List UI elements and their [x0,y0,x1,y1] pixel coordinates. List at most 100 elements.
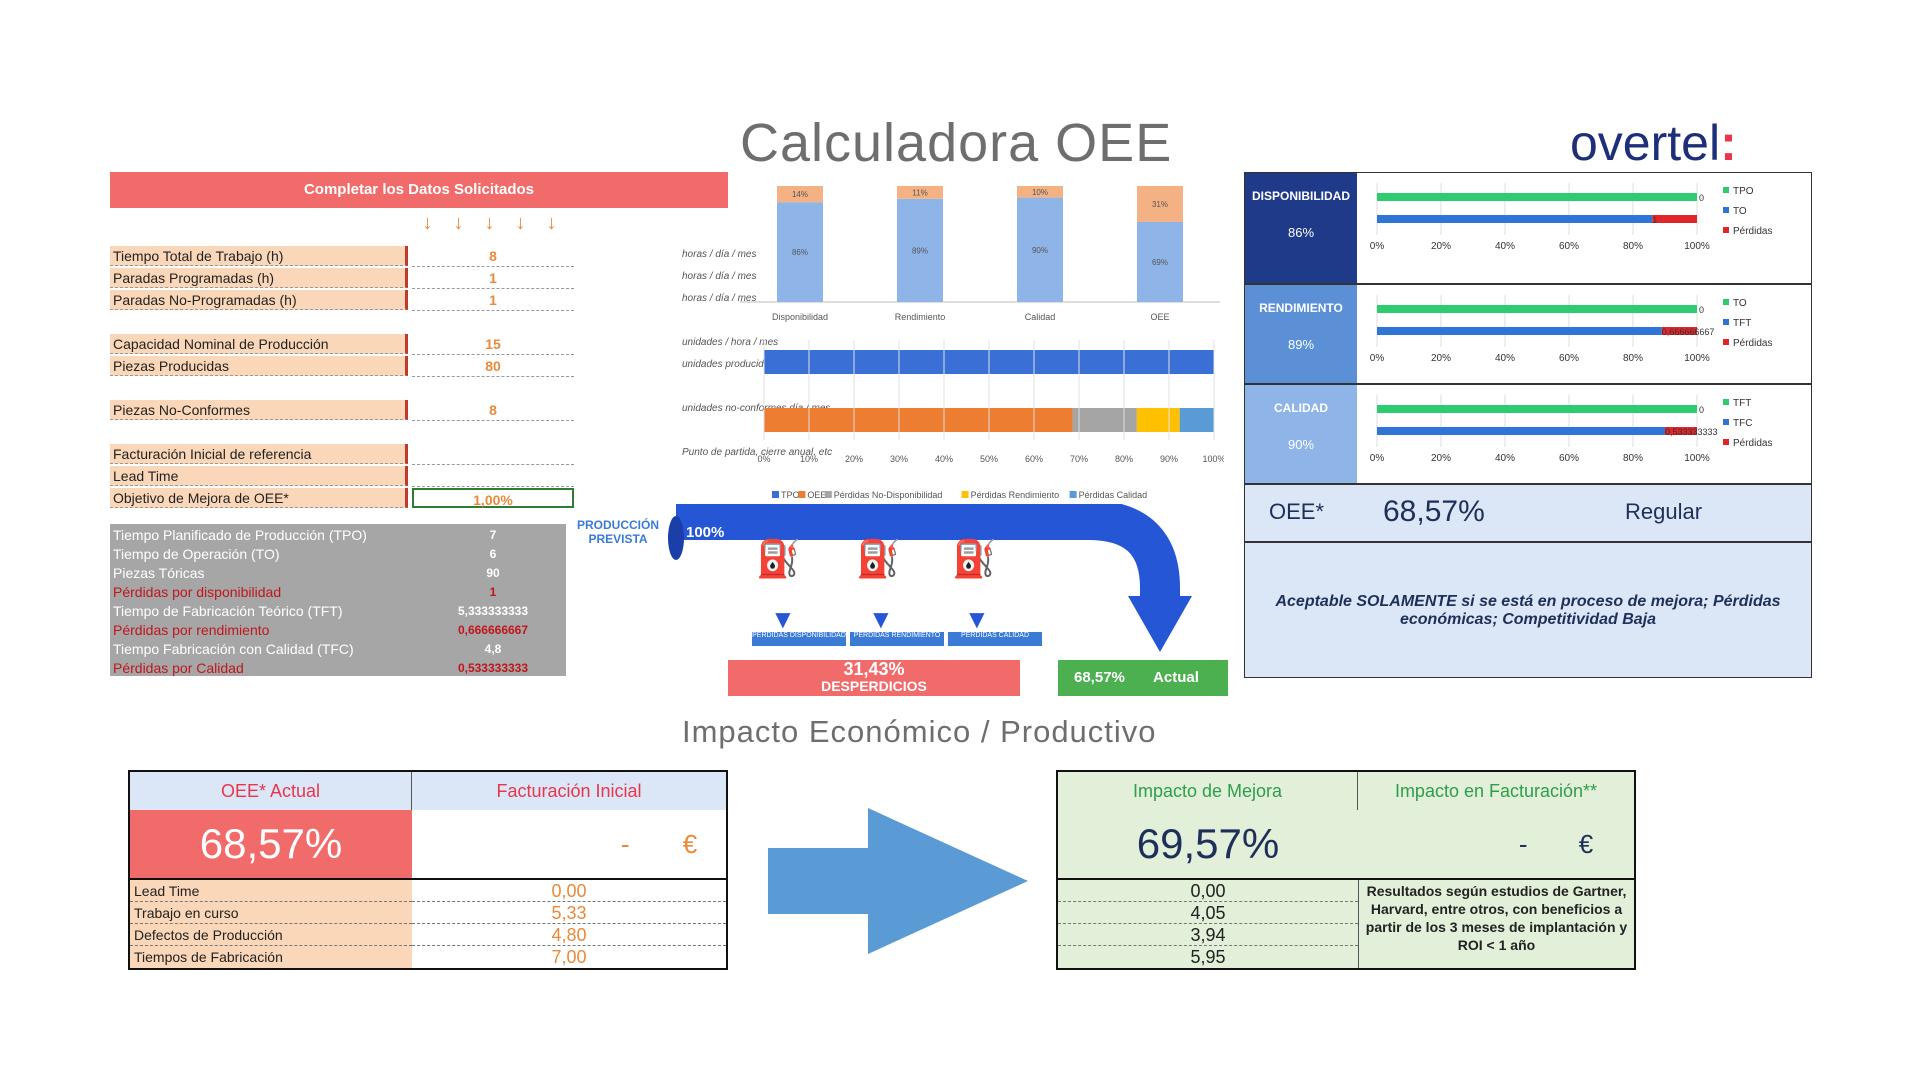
fact-dash: - [1518,829,1528,859]
input-arrows: ↓↓↓↓↓ [412,212,572,240]
lead-time-input[interactable] [412,466,574,487]
panel-side: RENDIMIENTO 89% [1245,285,1357,383]
column-segment-loss [1017,186,1063,198]
legend-swatch [1723,419,1729,425]
piezas-producidas-input[interactable]: 80 [412,356,574,377]
bar-loss [1661,327,1697,335]
legend-label: TFT [1733,398,1751,409]
arrow-down-icon: ▼ [868,604,894,634]
fact-dash: - [620,829,630,859]
calc-value: 90 [486,566,500,580]
legend-swatch [1723,299,1729,305]
tick-label: 100% [1684,241,1710,252]
table-row-label: Tiempos de Fabricación [130,946,412,968]
calc-value: 4,8 [484,642,502,656]
legend-label: TPO [781,490,800,500]
form-row-piezas-producidas: Piezas Producidas 80 unidades producidas… [110,356,818,377]
field-label: Capacidad Nominal de Producción [110,334,408,354]
paradas-no-programadas-input[interactable]: 1 [412,290,574,311]
tick-label: 60% [1025,454,1043,464]
oee-rating: Regular [1625,499,1703,524]
bar-loss [1652,215,1697,223]
capacidad-input[interactable]: 15 [412,334,574,355]
legend-swatch [798,491,806,498]
bar-secondary [1377,427,1665,435]
legend-label: TPO [1733,186,1754,197]
paradas-programadas-input[interactable]: 1 [412,268,574,289]
tick-label: 30% [890,454,908,464]
column-segment-loss [897,186,943,199]
data-label: 69% [1152,258,1168,267]
loss-box: PÉRDIDAS DISPONIBILIDAD [752,632,846,646]
legend-label: Pérdidas [1733,338,1772,349]
tick-label: 50% [980,454,998,464]
table-header: Facturación Inicial [412,772,726,810]
loss-box: PÉRDIDAS CALIDAD [948,632,1042,646]
loss-box: PÉRDIDAS RENDIMIENTO [850,632,944,646]
column-segment-base [777,202,823,302]
legend-swatch [1723,207,1729,213]
legend-label: TO [1733,298,1747,309]
actual-percent: 68,57% [1074,669,1125,686]
panel-side: DISPONIBILIDAD 86% [1245,173,1357,283]
form-row-paradas-no-programadas: Paradas No-Programadas (h) 1 horas / día… [110,290,756,311]
objetivo-mejora-input[interactable]: 1,00% [412,488,574,508]
waste-box: 31,43% DESPERDICIOS [728,660,1020,696]
oee-note: Aceptable SOLAMENTE si se está en proces… [1244,542,1812,678]
facturacion-input[interactable] [412,444,574,465]
facturacion-inicial-value: - € [412,810,726,878]
calc-value: 0,533333333 [457,661,529,675]
calc-row: Tiempo de Fabricación Teórico (TFT)5,333… [113,602,563,621]
legend-swatch [824,491,832,498]
tick-label: 0% [1370,241,1385,252]
table-row-value: 0,00 [1058,880,1358,902]
oee-columns-chart: 86%14%Disponibilidad89%11%Rendimiento90%… [740,186,1220,322]
waste-label: DESPERDICIOS [821,678,927,694]
table-row-label: Defectos de Producción [130,924,412,946]
panel-title: CALIDAD [1274,401,1328,415]
bar-segment [1136,408,1180,432]
production-pipe-diagram [668,504,1192,652]
calc-row: Tiempo Planificado de Producción (TPO)7 [113,526,563,545]
table-header: OEE* Actual [130,772,412,810]
tick-label: 20% [1431,453,1451,464]
calc-label: Pérdidas por disponibilidad [113,584,282,600]
calculated-values: Tiempo Planificado de Producción (TPO)7 … [110,524,566,676]
legend-label: Pérdidas [1733,438,1772,449]
piezas-no-conformes-input[interactable]: 8 [412,400,574,421]
field-unit: Punto de partida, cierre anual, etc [682,447,833,458]
field-label: Paradas Programadas (h) [110,268,408,288]
category-label: Rendimiento [895,312,946,322]
euro-sign: € [682,829,698,859]
tick-label: 60% [1559,353,1579,364]
pipe-label: PRODUCCIÓN PREVISTA [576,518,659,546]
field-unit: horas / día / mes [682,249,757,260]
data-label: 1 [1652,215,1657,225]
form-row-facturacion: Facturación Inicial de referencia Punto … [110,444,832,465]
pipe-percent: 100% [686,524,725,541]
tiempo-total-input[interactable]: 8 [412,246,574,267]
tap-icon: ⛽ [856,538,901,579]
tick-label: 80% [1115,454,1133,464]
data-label: 0 [1699,305,1704,315]
current-oee-value: 68,57% [130,810,412,878]
bar-secondary [1377,215,1653,223]
data-label: 0,533333333 [1665,427,1718,437]
tick-label: 100% [1202,454,1224,464]
category-label: OEE [1150,312,1169,322]
calc-value: 0,666666667 [457,623,529,637]
tick-label: 80% [1623,453,1643,464]
field-unit: horas / día / mes [682,271,757,282]
form-row-tiempo-total: Tiempo Total de Trabajo (h) 8 horas / dí… [110,246,756,267]
rendimiento-chart: 0%20%40%60%80%100%00,666666667TOTFTPérdi… [1370,295,1772,364]
field-unit: unidades no-conformes día / mes [682,403,831,414]
calc-value: 7 [489,528,497,542]
impact-title: Impacto Económico / Productivo [682,714,1157,749]
legend-swatch [1723,187,1729,193]
bar-primary [1377,405,1697,413]
legend-swatch [1723,399,1729,405]
field-label: Lead Time [110,466,408,486]
